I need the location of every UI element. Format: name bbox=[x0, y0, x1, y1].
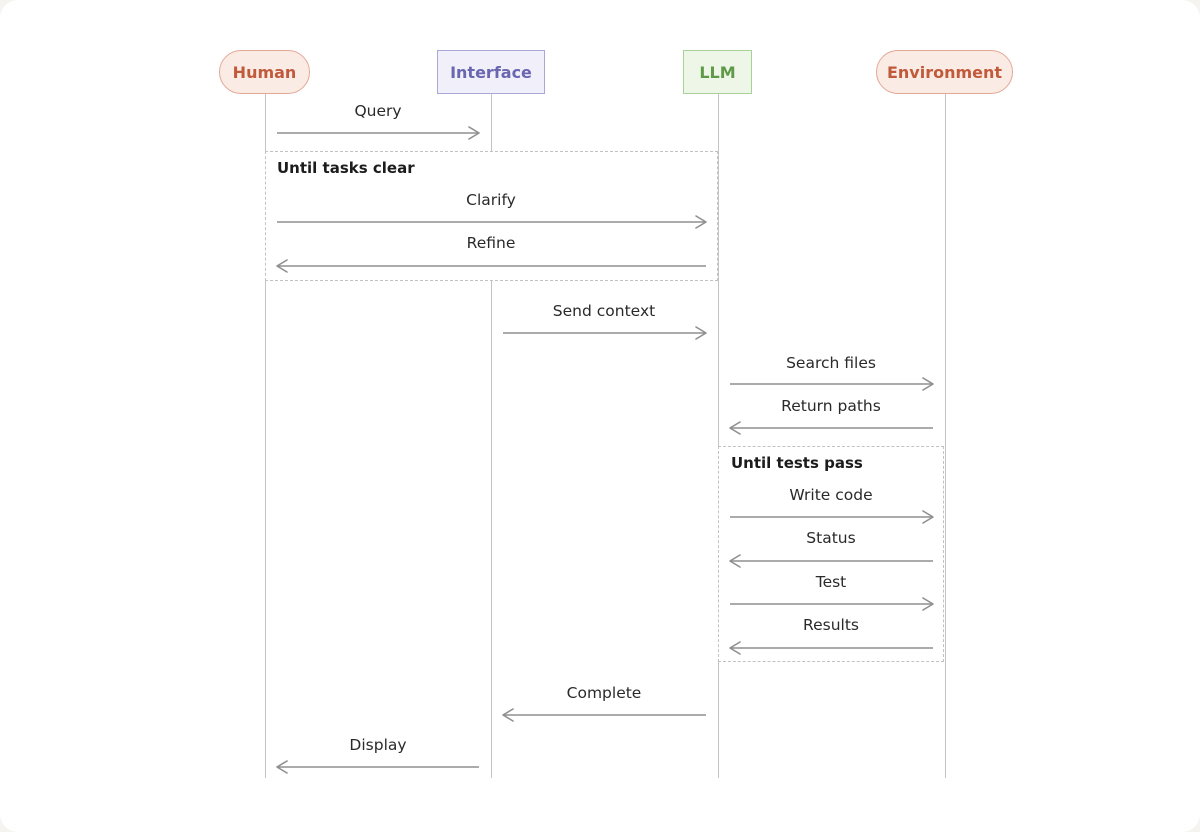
message-arrow-head bbox=[276, 259, 288, 273]
message-label-send-context: Send context bbox=[552, 302, 656, 320]
message-arrow-head bbox=[729, 554, 741, 568]
message-label-display: Display bbox=[349, 736, 407, 754]
lifeline-interface-top bbox=[490, 94, 492, 151]
loop-label-tests: Until tests pass bbox=[731, 454, 863, 472]
message-arrow-head bbox=[922, 597, 934, 611]
lifeline-environment bbox=[944, 94, 946, 778]
message-arrow-head bbox=[468, 126, 480, 140]
message-arrow-head bbox=[276, 760, 288, 774]
message-label-query: Query bbox=[354, 102, 402, 120]
loop-frame-tests bbox=[718, 446, 944, 662]
message-arrow-head bbox=[729, 641, 741, 655]
message-arrow-head bbox=[695, 215, 707, 229]
lifeline-llm bbox=[717, 94, 719, 778]
message-label-return-paths: Return paths bbox=[781, 397, 881, 415]
message-arrow-head bbox=[695, 326, 707, 340]
message-label-search-files: Search files bbox=[786, 354, 876, 372]
message-label-status: Status bbox=[806, 529, 856, 547]
message-arrow-head bbox=[922, 510, 934, 524]
message-label-refine: Refine bbox=[466, 234, 516, 252]
message-label-clarify: Clarify bbox=[466, 191, 516, 209]
participant-human: Human bbox=[219, 50, 310, 94]
lifeline-interface-bottom bbox=[490, 281, 492, 778]
lifeline-human-bottom bbox=[264, 281, 266, 778]
message-label-test: Test bbox=[815, 573, 847, 591]
message-label-write-code: Write code bbox=[789, 486, 873, 504]
participant-interface: Interface bbox=[437, 50, 545, 94]
message-label-results: Results bbox=[803, 616, 859, 634]
participant-environment: Environment bbox=[876, 50, 1013, 94]
loop-frame-tasks bbox=[265, 151, 718, 281]
message-arrow-head bbox=[502, 708, 514, 722]
loop-label-tasks: Until tasks clear bbox=[277, 159, 415, 177]
message-label-complete: Complete bbox=[566, 684, 642, 702]
message-arrow-head bbox=[922, 377, 934, 391]
lifeline-human-top bbox=[264, 94, 266, 151]
message-arrow-head bbox=[729, 421, 741, 435]
participant-llm: LLM bbox=[683, 50, 752, 94]
